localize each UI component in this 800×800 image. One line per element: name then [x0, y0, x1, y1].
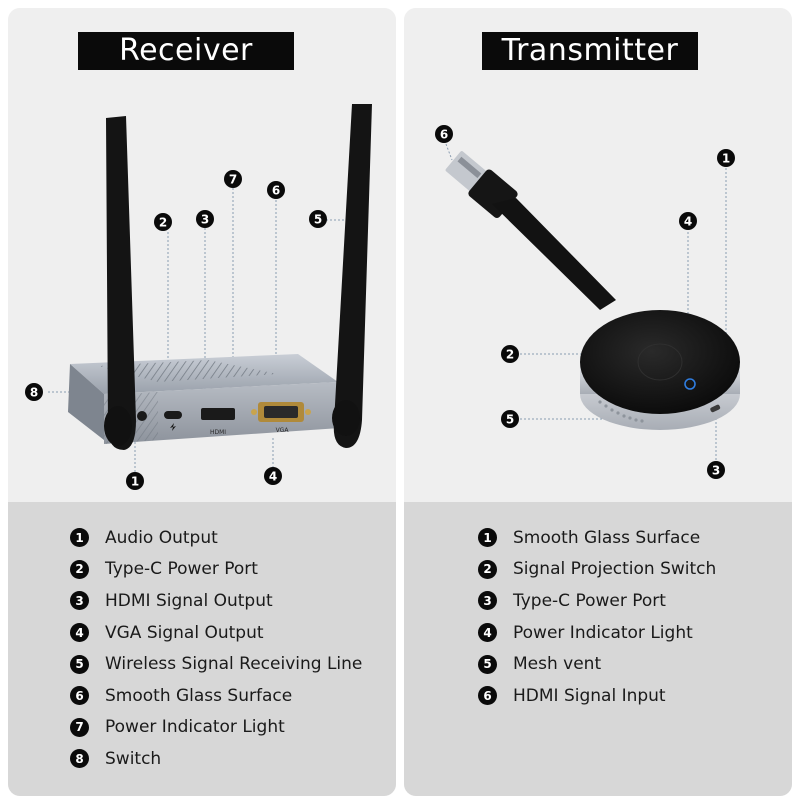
item-number-badge: 3 [70, 591, 89, 611]
svg-text:1: 1 [131, 475, 139, 489]
item-label: Signal Projection Switch [513, 559, 717, 580]
item-label: Mesh vent [513, 654, 602, 675]
callout-4: 4 [264, 467, 282, 485]
callout-4: 4 [679, 212, 697, 230]
list-item: 6 HDMI Signal Input [478, 680, 716, 712]
svg-text:2: 2 [159, 216, 167, 230]
receiver-illustration-area: Receiver [8, 8, 396, 502]
item-number-badge: 1 [478, 528, 497, 548]
item-label: VGA Signal Output [105, 622, 264, 643]
callout-1: 1 [717, 149, 735, 167]
callout-3: 3 [707, 461, 725, 479]
mesh-vent [598, 400, 644, 423]
item-label: HDMI Signal Output [105, 590, 273, 611]
transmitter-illustration-area: Transmitter [404, 8, 792, 502]
item-number-badge: 5 [478, 654, 497, 674]
callout-6: 6 [267, 181, 285, 199]
item-number-badge: 5 [70, 654, 89, 674]
item-label: Audio Output [105, 527, 218, 548]
flat-cable [492, 198, 616, 310]
svg-text:8: 8 [30, 386, 38, 400]
list-item: 7 Power Indicator Light [70, 712, 362, 744]
callout-5: 5 [309, 210, 327, 228]
item-label: Smooth Glass Surface [513, 527, 701, 548]
list-item: 6 Smooth Glass Surface [70, 680, 362, 712]
svg-text:6: 6 [440, 128, 448, 142]
svg-text:2: 2 [506, 348, 514, 362]
transmitter-title: Transmitter [482, 32, 698, 70]
svg-text:5: 5 [506, 413, 514, 427]
svg-text:3: 3 [201, 213, 209, 227]
list-item: 2 Signal Projection Switch [478, 554, 716, 586]
item-number-badge: 4 [70, 623, 89, 643]
list-item: 5 Mesh vent [478, 648, 716, 680]
transmitter-callouts: 1 2 3 4 5 6 [435, 125, 735, 479]
svg-text:1: 1 [722, 152, 730, 166]
receiver-legend-area: 1 Audio Output 2 Type-C Power Port 3 HDMI Sig… [8, 502, 396, 796]
lightning-icon [170, 423, 176, 431]
transmitter-device-illustration [445, 143, 740, 460]
list-item: 5 Wireless Signal Receiving Line [70, 648, 362, 680]
item-label: Power Indicator Light [105, 717, 285, 738]
transmitter-panel: Transmitter [404, 8, 792, 796]
item-number-badge: 6 [478, 686, 497, 706]
item-label: Type-C Power Port [105, 559, 258, 580]
item-label: Wireless Signal Receiving Line [105, 654, 363, 675]
item-number-badge: 8 [70, 749, 89, 769]
svg-text:4: 4 [269, 470, 277, 484]
dongle-glass-surface [580, 310, 740, 414]
item-number-badge: 7 [70, 717, 89, 737]
item-number-badge: 6 [70, 686, 89, 706]
type-c-port [710, 404, 721, 413]
list-item: 3 Type-C Power Port [478, 585, 716, 617]
callout-3: 3 [196, 210, 214, 228]
list-item: 4 VGA Signal Output [70, 617, 362, 649]
vga-port-label: VGA [276, 427, 290, 434]
item-label: Smooth Glass Surface [105, 685, 293, 706]
callout-5: 5 [501, 410, 519, 428]
receiver-device-illustration: HDMI VGA [48, 104, 372, 478]
svg-text:3: 3 [712, 464, 720, 478]
receiver-callouts: 1 2 3 4 5 6 7 [25, 170, 327, 490]
item-number-badge: 2 [478, 559, 497, 579]
right-antenna [333, 104, 372, 448]
list-item: 2 Type-C Power Port [70, 554, 362, 586]
item-number-badge: 2 [70, 559, 89, 579]
receiver-feature-list: 1 Audio Output 2 Type-C Power Port 3 HDMI Sig… [70, 522, 362, 775]
list-item: 4 Power Indicator Light [478, 617, 716, 649]
item-number-badge: 4 [478, 623, 497, 643]
receiver-panel: Receiver [8, 8, 396, 796]
hdmi-port [201, 408, 235, 420]
callout-1: 1 [126, 472, 144, 490]
transmitter-feature-list: 1 Smooth Glass Surface 2 Signal Projection … [478, 522, 716, 712]
callout-2: 2 [154, 213, 172, 231]
svg-text:5: 5 [314, 213, 322, 227]
item-label: Switch [105, 748, 162, 769]
item-label: Power Indicator Light [513, 622, 693, 643]
receiver-title: Receiver [78, 32, 294, 70]
item-number-badge: 3 [478, 591, 497, 611]
callout-7: 7 [224, 170, 242, 188]
callout-2: 2 [501, 345, 519, 363]
item-label: Type-C Power Port [513, 590, 666, 611]
callout-8: 8 [25, 383, 43, 401]
item-number-badge: 1 [70, 528, 89, 548]
type-c-port [164, 411, 182, 419]
hdmi-port-label: HDMI [210, 429, 226, 436]
list-item: 8 Switch [70, 743, 362, 775]
list-item: 3 HDMI Signal Output [70, 585, 362, 617]
transmitter-legend-area: 1 Smooth Glass Surface 2 Signal Projection … [404, 502, 792, 796]
svg-text:7: 7 [229, 173, 237, 187]
callout-6: 6 [435, 125, 453, 143]
svg-text:6: 6 [272, 184, 280, 198]
item-label: HDMI Signal Input [513, 685, 666, 706]
power-indicator-light [684, 378, 696, 390]
svg-text:4: 4 [684, 215, 692, 229]
list-item: 1 Audio Output [70, 522, 362, 554]
audio-port [137, 411, 147, 421]
left-antenna [106, 116, 136, 450]
list-item: 1 Smooth Glass Surface [478, 522, 716, 554]
